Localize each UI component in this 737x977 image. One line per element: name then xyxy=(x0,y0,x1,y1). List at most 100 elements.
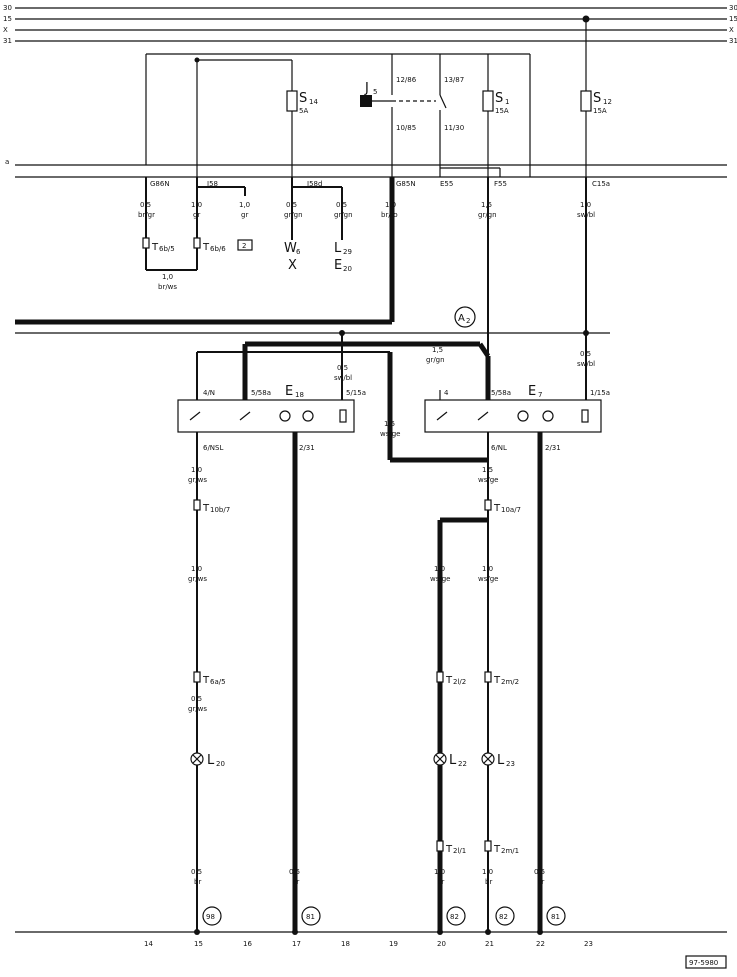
e7-name: E xyxy=(528,384,536,399)
plug-t2m2-name: T xyxy=(493,675,501,686)
wire-size: 1,5 xyxy=(481,201,492,209)
fuse-s1 xyxy=(482,90,494,112)
ref-e20-sub: 20 xyxy=(343,265,352,273)
plug-t10a7 xyxy=(484,499,492,511)
plug-t2m1-name: T xyxy=(493,844,501,855)
wire-size: 1,0 xyxy=(482,868,493,876)
relay-coil-icon xyxy=(360,95,372,107)
plug-t2m1 xyxy=(484,840,492,852)
fuse-s1-name: S xyxy=(495,91,503,106)
wire-color: ws/ge xyxy=(478,575,498,583)
figure-code-box xyxy=(685,955,727,969)
wire-color: sw/bl xyxy=(334,374,352,382)
harness-lower: T 10b/7 T 6a/5 T 10a/7 T 2l/2 T 2m/2 T 2… xyxy=(15,432,727,935)
wire-color: gr/gn xyxy=(284,211,303,219)
junction-dot xyxy=(485,929,491,935)
track-number: 16 xyxy=(243,940,252,948)
wire-color: gr/ws xyxy=(188,575,207,583)
ref-l29-name: L xyxy=(334,241,342,256)
wire-color: gr xyxy=(241,211,248,219)
plug-t2l2 xyxy=(436,671,444,683)
e18-name: E xyxy=(285,384,293,399)
e18-pin-5-58a: 5/58a xyxy=(251,389,271,397)
connector-f55: F55 xyxy=(494,180,507,188)
wire-size: 1,5 xyxy=(482,466,493,474)
wire-color: gr/gn xyxy=(478,211,497,219)
ref-a2-badge xyxy=(454,306,476,328)
wire-size: 0,5 xyxy=(336,201,347,209)
ref-x: X xyxy=(288,258,297,273)
connector-g85n: G85N xyxy=(396,180,416,188)
wire-size: 0,5 xyxy=(289,868,300,876)
footer-numbers: 14 15 16 17 18 19 20 21 22 23 97-5980 xyxy=(144,940,727,969)
relay-pin-12-86: 12/86 xyxy=(396,76,417,84)
wire-color: br xyxy=(437,878,444,886)
rail-label-right-15: 15 xyxy=(729,15,737,23)
resistor-icon xyxy=(581,409,589,423)
fuse-s12-name: S xyxy=(593,91,601,106)
e18-pin-2-31: 2/31 xyxy=(299,444,315,452)
ground-ref-82-label: 82 xyxy=(499,913,508,921)
wire-size: 0,5 xyxy=(580,350,591,358)
connector-e55: E55 xyxy=(440,180,453,188)
wire-size: 1,0 xyxy=(239,201,250,209)
wire-color: gr/ws xyxy=(188,705,207,713)
wire-size: 1,0 xyxy=(434,868,445,876)
wire-color: ws/ge xyxy=(478,476,498,484)
junction-dot xyxy=(194,929,200,935)
lamp-l22-name: L xyxy=(449,753,457,768)
resistor-icon xyxy=(339,409,347,423)
wire-size: 1,5 xyxy=(384,420,395,428)
track-number: 15 xyxy=(194,940,203,948)
e18-pin-4n: 4/N xyxy=(203,389,215,397)
wire-color: br/ro xyxy=(381,211,398,219)
wire-size: 1,0 xyxy=(482,565,493,573)
wire-size: 1,0 xyxy=(191,466,202,474)
lamp-l23-name: L xyxy=(497,753,505,768)
wire-color: gr/ws xyxy=(188,476,207,484)
plug-t2l2-sub: 2l/2 xyxy=(453,678,466,686)
relay-name: J xyxy=(364,81,369,96)
e18-pin-6-nsl: 6/NSL xyxy=(203,444,223,452)
ground-ref-81 xyxy=(301,906,321,926)
harness-upper: 2 0,5 br/gr 1,0 gr 1,0 gr 0,5 gr/gn 0,5 … xyxy=(15,177,595,400)
e7-pin-1-15a: 1/15a xyxy=(590,389,610,397)
plug-t2l2-name: T xyxy=(445,675,453,686)
plug-t6b6-name: T xyxy=(202,242,210,253)
wire-color: sw/bl xyxy=(577,211,595,219)
rail-label-left-30: 30 xyxy=(3,4,12,12)
e7-pin-4: 4 xyxy=(444,389,449,397)
relay-sub: 5 xyxy=(373,88,377,96)
fuse-s14-sub: 14 xyxy=(309,98,318,106)
plug-t6a5-name: T xyxy=(202,675,210,686)
plug-t6b6 xyxy=(193,237,201,249)
lamp-l20-name: L xyxy=(207,753,215,768)
lamp-l20-sub: 20 xyxy=(216,760,225,768)
wire-color: br/gr xyxy=(138,211,155,219)
wire-color: br xyxy=(537,878,544,886)
e7-pin-5-58a: 5/58a xyxy=(491,389,511,397)
wire-size: 1,0 xyxy=(434,565,445,573)
e18-pin-5-15a: 5/15a xyxy=(346,389,366,397)
junction-dot xyxy=(437,929,443,935)
connector-g86n: G86N xyxy=(150,180,170,188)
wire-size: 1,5 xyxy=(432,346,443,354)
fuse-s14-name: S xyxy=(299,91,307,106)
wire-size: 1,0 xyxy=(191,201,202,209)
plug-t6b5-name: T xyxy=(151,242,159,253)
ground-ref-81 xyxy=(546,906,566,926)
junction-dot xyxy=(292,929,298,935)
panel-rail-label: a xyxy=(5,158,9,166)
wire-color: gr/gn xyxy=(426,356,445,364)
wire-color: gr xyxy=(193,211,200,219)
track-number: 19 xyxy=(389,940,398,948)
ground-ref-82 xyxy=(495,906,515,926)
fuse-s12-rating: 15A xyxy=(593,107,607,115)
connector-j58: J58 xyxy=(206,180,218,188)
lamp-icon xyxy=(542,410,554,422)
rail-label-right-30: 30 xyxy=(729,4,737,12)
wire-size: 1,0 xyxy=(385,201,396,209)
plug-t10a7-sub: 10a/7 xyxy=(501,506,521,514)
e7-pin-6-nl: 6/NL xyxy=(491,444,507,452)
